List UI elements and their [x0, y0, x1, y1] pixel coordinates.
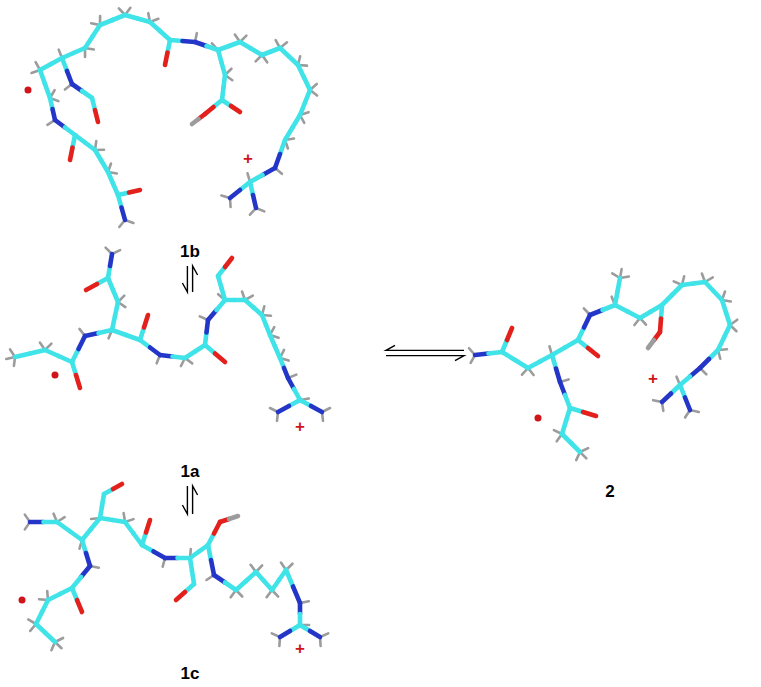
bond-stick — [176, 592, 185, 600]
compound-label: 1a — [181, 463, 200, 480]
equilibrium-arrow — [182, 486, 197, 514]
bond-stick — [231, 106, 240, 112]
compound-label: 1c — [181, 665, 200, 682]
charge-sign: + — [243, 151, 253, 166]
molecule-structure: 1c — [20, 520, 360, 682]
bond-stick — [144, 315, 148, 328]
bond-stick — [293, 587, 300, 604]
equilibrium-arrow — [386, 345, 464, 360]
bond-stick — [571, 443, 580, 452]
arrow-stroke — [182, 266, 187, 292]
bond-stick — [95, 110, 98, 122]
bond-stick — [685, 398, 690, 411]
bond-stick — [70, 148, 73, 161]
bond-stick — [76, 375, 80, 388]
bond-stick — [57, 522, 70, 531]
molecule-structure: 2 — [470, 250, 750, 500]
arrow-stroke — [182, 486, 187, 514]
bond-stick — [286, 570, 293, 587]
charge-sign: + — [648, 371, 658, 386]
equilibrium-arrow — [182, 266, 197, 292]
bond-stick — [15, 354, 30, 358]
radical-dot — [52, 372, 59, 379]
arrow-stroke — [386, 356, 464, 361]
bond-stick — [280, 631, 290, 637]
compound-label: 1b — [180, 243, 200, 260]
bond-stick — [129, 190, 140, 193]
bond-stick — [230, 190, 240, 198]
molecule-structure: 1a — [0, 298, 380, 480]
bond-stick — [46, 633, 56, 642]
bond-stick — [215, 354, 225, 363]
bond-stick — [507, 328, 512, 340]
bond-stick — [253, 195, 256, 208]
bond-stick — [113, 484, 122, 489]
bond-stick — [110, 254, 112, 266]
bond-stick — [310, 631, 320, 637]
bond-stick — [165, 53, 168, 66]
radical-dot — [19, 597, 26, 604]
stick-model — [6, 248, 330, 421]
bond-stick — [192, 119, 199, 124]
bond-stick — [278, 406, 289, 412]
charge-sign: + — [295, 641, 305, 656]
bond-stick — [648, 340, 654, 348]
stick-model — [469, 269, 737, 460]
arrow-stroke — [193, 266, 198, 292]
stick-model — [19, 484, 329, 650]
bond-stick — [583, 412, 596, 416]
arrow-stroke — [386, 345, 464, 350]
bond-stick — [122, 208, 126, 221]
bond-stick — [146, 520, 150, 533]
bond-stick — [618, 278, 621, 292]
bond-stick — [77, 600, 82, 612]
radical-dot — [25, 87, 32, 94]
molecule-structure: 1b — [40, 5, 340, 260]
bond-stick — [30, 350, 45, 354]
bond-stick — [86, 284, 97, 290]
bond-stick — [311, 406, 322, 412]
bond-stick — [70, 531, 83, 540]
stick-model — [25, 8, 318, 227]
arrow-stroke — [193, 486, 198, 514]
bond-stick — [225, 258, 232, 267]
bond-stick — [229, 516, 238, 519]
charge-sign: + — [295, 419, 305, 434]
bond-stick — [588, 348, 598, 356]
radical-dot — [535, 415, 542, 422]
bond-stick — [662, 394, 671, 403]
compound-label: 2 — [605, 483, 614, 500]
